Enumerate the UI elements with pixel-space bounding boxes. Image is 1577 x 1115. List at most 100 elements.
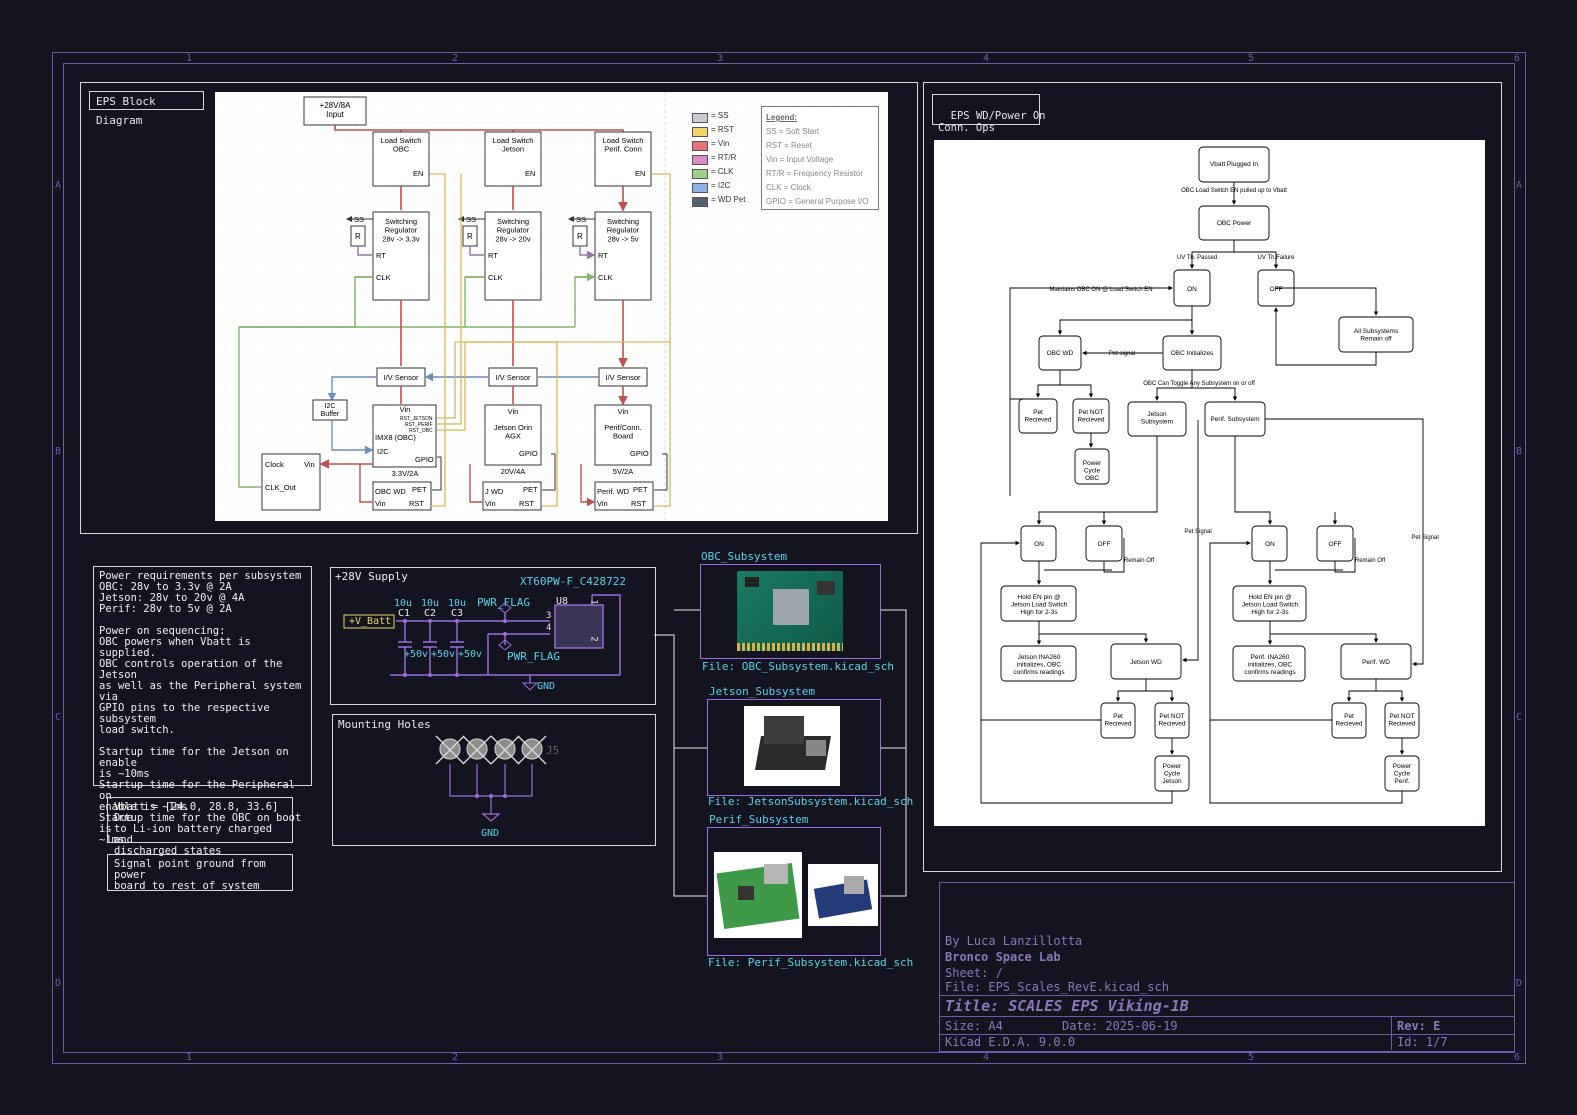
vin-label: Vin bbox=[597, 499, 608, 508]
net-label-vbatt: +V_Batt bbox=[349, 616, 392, 627]
supply-frame bbox=[330, 567, 656, 705]
board-power: 20V/4A bbox=[501, 467, 526, 476]
pin-num: 1 bbox=[588, 599, 599, 605]
gpio-label: GPIO bbox=[519, 449, 538, 458]
cap-rating: +50v bbox=[458, 649, 483, 660]
cap-rating: +50v bbox=[431, 649, 456, 660]
cap-value: 10u bbox=[448, 598, 467, 609]
supply-gnd: GND bbox=[537, 681, 556, 692]
fc-obc-wd: OBC WD bbox=[1047, 350, 1074, 357]
pet-label: PET bbox=[523, 485, 538, 494]
row-letter: C bbox=[55, 712, 62, 723]
flowchart-frame bbox=[923, 82, 1502, 872]
clk-out-label: CLK_Out bbox=[265, 483, 297, 492]
legend-key: = SS bbox=[711, 111, 729, 120]
board-perif: Vin Perif/Conn.Board GPIO bbox=[594, 404, 652, 466]
legend-key: = WD Pet bbox=[711, 195, 746, 204]
legend-line: SS = Soft Start bbox=[766, 127, 820, 136]
fc-obc-init: OBC Initializes bbox=[1171, 350, 1214, 357]
rst-perif: RST_PERIF bbox=[405, 422, 433, 428]
obc-board-image bbox=[737, 571, 843, 651]
col-number: 6 bbox=[1514, 53, 1521, 64]
sensor-label: I/V Sensor bbox=[495, 373, 531, 382]
tb-line bbox=[939, 1016, 1514, 1017]
legend-line: CLK = Clock bbox=[766, 183, 811, 192]
rst-obc: RST_OBC bbox=[409, 428, 433, 434]
sheet-name-jetson: Jetson_Subsystem bbox=[709, 685, 815, 698]
cap-value: 10u bbox=[421, 598, 440, 609]
col-number: 3 bbox=[717, 1052, 724, 1063]
fc-edge-pet3: Pet Signal bbox=[1411, 535, 1438, 541]
cap-ref: C3 bbox=[451, 608, 464, 619]
pin-num: 2 bbox=[588, 636, 599, 642]
board-power: 5V/2A bbox=[613, 467, 633, 476]
wd-perif: Perif. WD PET Vin RST bbox=[594, 481, 654, 511]
mounting-frame bbox=[332, 714, 656, 846]
supply-schematic bbox=[343, 594, 621, 691]
fc-perif-sub: Perif. Subsystem bbox=[1210, 416, 1259, 423]
pet-label: PET bbox=[412, 485, 427, 494]
sheet-obc-subsystem[interactable] bbox=[700, 564, 881, 659]
gpio-label: GPIO bbox=[415, 455, 434, 464]
raspberry-pi-image bbox=[714, 852, 802, 938]
wd-label: Perif. WD bbox=[597, 487, 630, 496]
fc-jetson-wd: Jetson WD bbox=[1130, 659, 1162, 666]
mounting-gnd: GND bbox=[481, 828, 500, 839]
rt-label: RT bbox=[376, 251, 386, 260]
sheet-jetson-subsystem[interactable] bbox=[707, 699, 881, 796]
sheet-outer-border bbox=[52, 52, 1526, 1064]
sheet-file-obc: File: OBC_Subsystem.kicad_sch bbox=[702, 660, 895, 673]
wd-label: J WD bbox=[485, 487, 504, 496]
rst-label: RST bbox=[519, 499, 534, 508]
col-number: 4 bbox=[983, 53, 990, 64]
board-obc: Vin IMX8 (OBC) I2C GPIO RST_JETSON RST_P… bbox=[372, 404, 437, 468]
pin-num: 4 bbox=[546, 623, 552, 633]
fc-edge-maintain: Maintains OBC ON @ Load Switch EN bbox=[1049, 287, 1152, 293]
pet-label: PET bbox=[633, 485, 648, 494]
row-letter: C bbox=[1516, 712, 1523, 723]
fc-edge-uvfail: UV Th.Failure bbox=[1258, 255, 1296, 261]
wd-jetson: J WD PET Vin RST bbox=[482, 481, 542, 511]
fc-edge-uvpass: UV Th. Passed bbox=[1177, 255, 1217, 261]
sensor-label: I/V Sensor bbox=[605, 373, 641, 382]
flowchart-svg: Vbatt Plugged In OBC Power ON OFF All Su… bbox=[980, 146, 1439, 804]
sheet-name-obc: OBC_Subsystem bbox=[701, 550, 788, 563]
title-block bbox=[939, 882, 1515, 1052]
gpio-label: GPIO bbox=[630, 449, 649, 458]
fc-edge-pet2: Pet Signal bbox=[1184, 529, 1211, 535]
vin-label: Vin bbox=[400, 405, 411, 414]
tb-rev: Rev: E bbox=[1397, 1019, 1441, 1033]
tb-author: By Luca Lanzillotta bbox=[945, 934, 1083, 948]
legend-key: = RT/R bbox=[711, 153, 737, 162]
tb-tool: KiCad E.D.A. 9.0.0 bbox=[945, 1035, 1076, 1049]
board-label: IMX8 (OBC) bbox=[375, 433, 416, 442]
fc-off-p: OFF bbox=[1329, 541, 1342, 548]
fc-on1: ON bbox=[1187, 286, 1197, 293]
en-label: EN bbox=[525, 169, 535, 178]
tb-size: Size: A4 bbox=[945, 1019, 1003, 1033]
tb-sheet: Sheet: / bbox=[945, 966, 1003, 980]
cap-value: 10u bbox=[394, 598, 413, 609]
legend-key: = I2C bbox=[711, 181, 731, 190]
clock-block: Clock Vin CLK_Out bbox=[261, 453, 321, 511]
tb-date: Date: 2025-06-19 bbox=[1062, 1019, 1178, 1033]
pwr-flag-1: PWR_FLAG bbox=[477, 596, 530, 609]
legend-line: RT/R = Frequency Resistor bbox=[766, 169, 863, 178]
connector-name: XT60PW-F_C428722 bbox=[520, 575, 626, 588]
sheet-perif-subsystem[interactable] bbox=[707, 827, 881, 956]
tb-company: Bronco Space Lab bbox=[945, 950, 1061, 964]
fc-vbatt: Vbatt Plugged In bbox=[1210, 161, 1258, 168]
col-number: 4 bbox=[983, 1052, 990, 1063]
